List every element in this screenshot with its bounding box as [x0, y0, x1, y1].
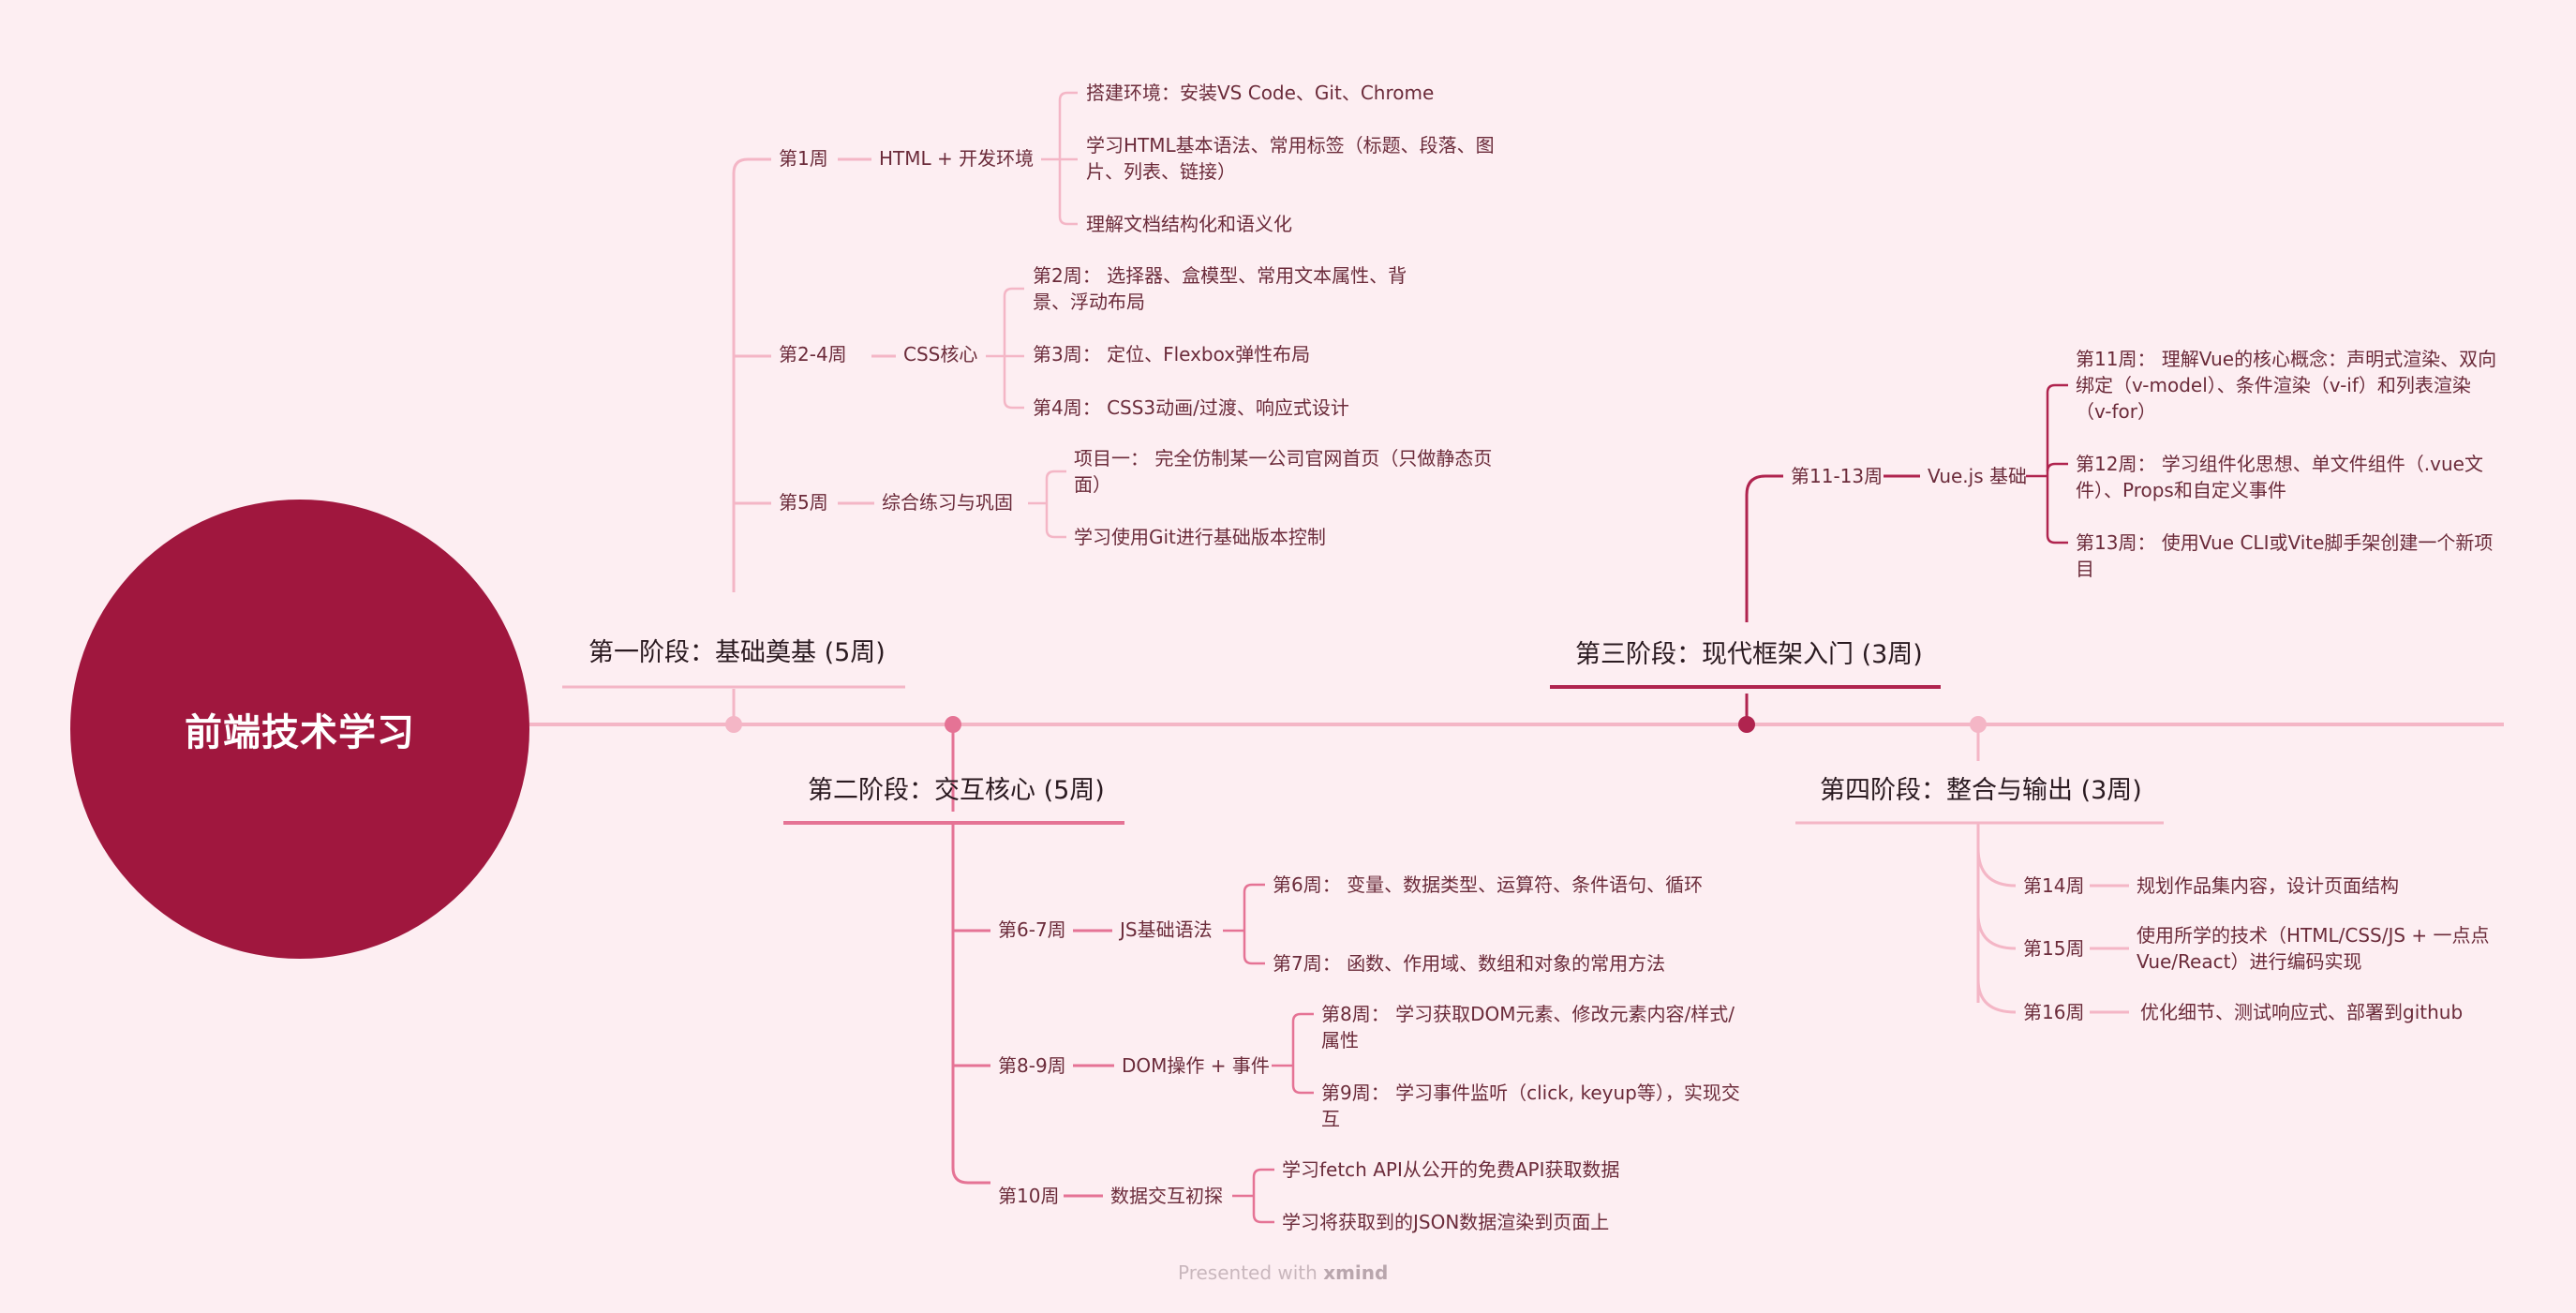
connector [1058, 216, 1078, 226]
connector [1252, 1168, 1274, 1178]
detail-item[interactable]: 学习fetch API从公开的免费API获取数据 [1282, 1158, 1620, 1181]
week-node[interactable]: 第2-4周 [779, 343, 847, 366]
week-node[interactable]: 第10周 [998, 1185, 1060, 1207]
root-title: 前端技术学习 [185, 711, 415, 754]
root-node[interactable]: 前端技术学习 [70, 500, 529, 959]
detail-item[interactable]: 第4周： CSS3动画/过渡、响应式设计 [1033, 396, 1349, 419]
phase-4-title[interactable]: 第四阶段：整合与输出 (3周) [1820, 776, 2142, 805]
connector [732, 157, 771, 592]
connector [951, 823, 990, 1185]
detail-item[interactable]: 学习将获取到的JSON数据渲染到页面上 [1282, 1211, 1610, 1233]
week-node[interactable]: 第14周 [2023, 874, 2085, 897]
footer-attribution[interactable]: Presented with xmind [1178, 1261, 1388, 1284]
topic-node[interactable]: DOM操作 + 事件 [1122, 1054, 1270, 1077]
week-node[interactable]: 第8-9周 [998, 1054, 1066, 1077]
detail-item[interactable]: 学习HTML基本语法、常用标签（标题、段落、图片、列表、链接） [1086, 134, 1495, 183]
topic-node[interactable]: 数据交互初探 [1110, 1185, 1223, 1207]
detail-item[interactable]: 第2周： 选择器、盒模型、常用文本属性、背景、浮动布局 [1033, 264, 1407, 313]
detail-item[interactable]: 项目一： 完全仿制某一公司官网首页（只做静态页面） [1074, 447, 1493, 496]
connector [1291, 1012, 1314, 1022]
connector [1045, 529, 1066, 539]
connector [1252, 1214, 1274, 1224]
detail-item[interactable]: 第11周： 理解Vue的核心概念：声明式渲染、双向绑定（v-model）、条件渲… [2076, 348, 2497, 423]
connector [1976, 847, 2017, 888]
connector [2046, 462, 2068, 472]
detail-item[interactable]: 第6周： 变量、数据类型、运算符、条件语句、循环 [1273, 873, 1704, 896]
detail-item[interactable]: 第3周： 定位、Flexbox弹性布局 [1033, 343, 1311, 366]
week-node[interactable]: 第5周 [779, 491, 828, 514]
detail-item[interactable]: 第12周： 学习组件化思想、单文件组件（.vue文件）、Props和自定义事件 [2076, 453, 2483, 501]
detail-item[interactable]: 理解文档结构化和语义化 [1086, 213, 1292, 235]
connector [1243, 955, 1265, 965]
week-node[interactable]: 第15周 [2023, 937, 2085, 960]
detail-item[interactable]: 规划作品集内容，设计页面结构 [2137, 874, 2399, 897]
connector [1003, 287, 1024, 297]
detail-item[interactable]: 第7周： 函数、作用域、数组和对象的常用方法 [1273, 952, 1666, 975]
topic-node[interactable]: Vue.js 基础 [1928, 465, 2027, 487]
phase-3-title[interactable]: 第三阶段：现代框架入门 (3周) [1575, 640, 1923, 669]
connector [1291, 1084, 1314, 1095]
connector [1745, 474, 1783, 622]
connector [2046, 534, 2068, 545]
connector [1003, 399, 1024, 410]
phase-1-title[interactable]: 第一阶段：基础奠基 (5周) [588, 638, 886, 667]
detail-item[interactable]: 使用所学的技术（HTML/CSS/JS + 一点点Vue/React）进行编码实… [2137, 924, 2490, 973]
topic-node[interactable]: JS基础语法 [1120, 918, 1213, 941]
detail-item[interactable]: 第8周： 学习获取DOM元素、修改元素内容/样式/属性 [1321, 1003, 1735, 1052]
topic-node[interactable]: HTML + 开发环境 [879, 147, 1035, 170]
connector [1045, 470, 1066, 480]
detail-item[interactable]: 优化细节、测试响应式、部署到github [2140, 1001, 2464, 1023]
xmind-logo: xmind [1323, 1261, 1389, 1284]
connector [1976, 913, 2017, 950]
footer-prefix: Presented with [1178, 1261, 1318, 1284]
topic-node[interactable]: 综合练习与巩固 [882, 491, 1013, 514]
connector [1058, 91, 1078, 101]
phase-2-title[interactable]: 第二阶段：交互核心 (5周) [808, 776, 1105, 805]
week-node[interactable]: 第11-13周 [1791, 465, 1884, 487]
topic-node[interactable]: CSS核心 [903, 343, 978, 366]
week-node[interactable]: 第6-7周 [998, 918, 1066, 941]
detail-item[interactable]: 搭建环境：安装VS Code、Git、Chrome [1086, 82, 1435, 104]
detail-item[interactable]: 学习使用Git进行基础版本控制 [1074, 526, 1326, 548]
week-node[interactable]: 第16周 [2023, 1001, 2085, 1023]
week-node[interactable]: 第1周 [779, 147, 828, 170]
connector [2046, 383, 2068, 394]
detail-item[interactable]: 第9周： 学习事件监听（click, keyup等），实现交互 [1321, 1082, 1740, 1130]
connector [1976, 978, 2017, 1014]
detail-item[interactable]: 第13周： 使用Vue CLI或Vite脚手架创建一个新项目 [2076, 531, 2494, 580]
connector [1243, 883, 1265, 893]
